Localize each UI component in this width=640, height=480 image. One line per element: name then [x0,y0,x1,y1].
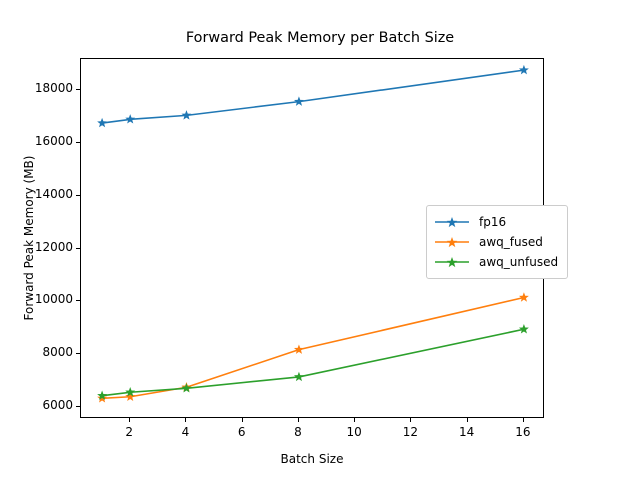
series-line [101,328,525,397]
y-tick-label: 6000 [42,398,73,413]
x-tick-mark [354,418,356,422]
legend: fp16 awq_fused awq_unfused [426,205,569,279]
y-tick-mark [76,247,80,249]
data-point-marker [125,387,136,397]
x-tick-mark [129,418,131,422]
x-tick-mark [297,418,299,422]
data-point-marker [518,64,529,75]
x-tick-label: 2 [125,425,134,439]
x-tick-label: 4 [181,425,190,439]
legend-swatch-awq-unfused [435,257,469,268]
y-axis-label: Forward Peak Memory (MB) [22,155,36,321]
data-point-marker [518,292,529,302]
legend-label-awq-unfused: awq_unfused [479,255,559,269]
data-point-marker [181,110,192,120]
series-fp16 [97,64,529,128]
x-tick-mark [410,418,412,422]
data-point-marker [181,383,192,393]
y-tick-label: 18000 [34,80,73,95]
x-tick-label: 12 [402,425,419,439]
x-tick-label: 8 [294,425,302,439]
series-canvas [97,64,529,403]
x-tick-label: 10 [346,425,362,439]
x-axis-label: Batch Size [280,452,344,466]
data-point-marker [293,371,304,382]
data-point-marker [97,390,108,400]
chart-title: Forward Peak Memory per Batch Size [185,30,455,46]
legend-swatch-fp16 [435,217,469,228]
legend-item[interactable]: fp16 [434,212,558,232]
y-tick-label: 12000 [34,239,73,254]
x-tick-mark [185,418,187,422]
x-tick-label: 16 [515,425,531,439]
legend-item[interactable]: awq_fused [434,232,558,252]
x-tick-label: 6 [237,425,246,439]
legend-item[interactable]: awq_unfused [434,252,558,272]
y-tick-label: 10000 [34,292,73,307]
x-tick-mark [466,418,468,422]
y-tick-label: 8000 [42,345,73,360]
y-tick-mark [76,88,80,90]
x-tick-mark [522,418,524,422]
x-tick-mark [241,418,243,422]
data-point-marker [293,96,304,106]
series-line [101,69,525,124]
data-point-marker [125,114,136,124]
series-awq_fused [97,292,529,403]
legend-label-fp16: fp16 [479,215,507,229]
y-tick-mark [76,406,80,408]
y-tick-label: 14000 [34,186,73,201]
legend-swatch-awq-fused [435,237,469,248]
y-tick-mark [76,353,80,355]
y-tick-mark [76,300,80,302]
y-tick-mark [76,141,80,143]
data-point-marker [518,324,529,334]
y-tick-mark [76,194,80,196]
data-point-marker [97,117,108,128]
data-point-marker [293,344,304,354]
y-tick-label: 16000 [34,133,73,148]
data-point-marker [125,391,136,401]
x-tick-label: 14 [459,425,475,439]
series-line [101,296,525,400]
series-awq_unfused [97,324,529,400]
legend-label-awq-fused: awq_fused [479,235,543,249]
